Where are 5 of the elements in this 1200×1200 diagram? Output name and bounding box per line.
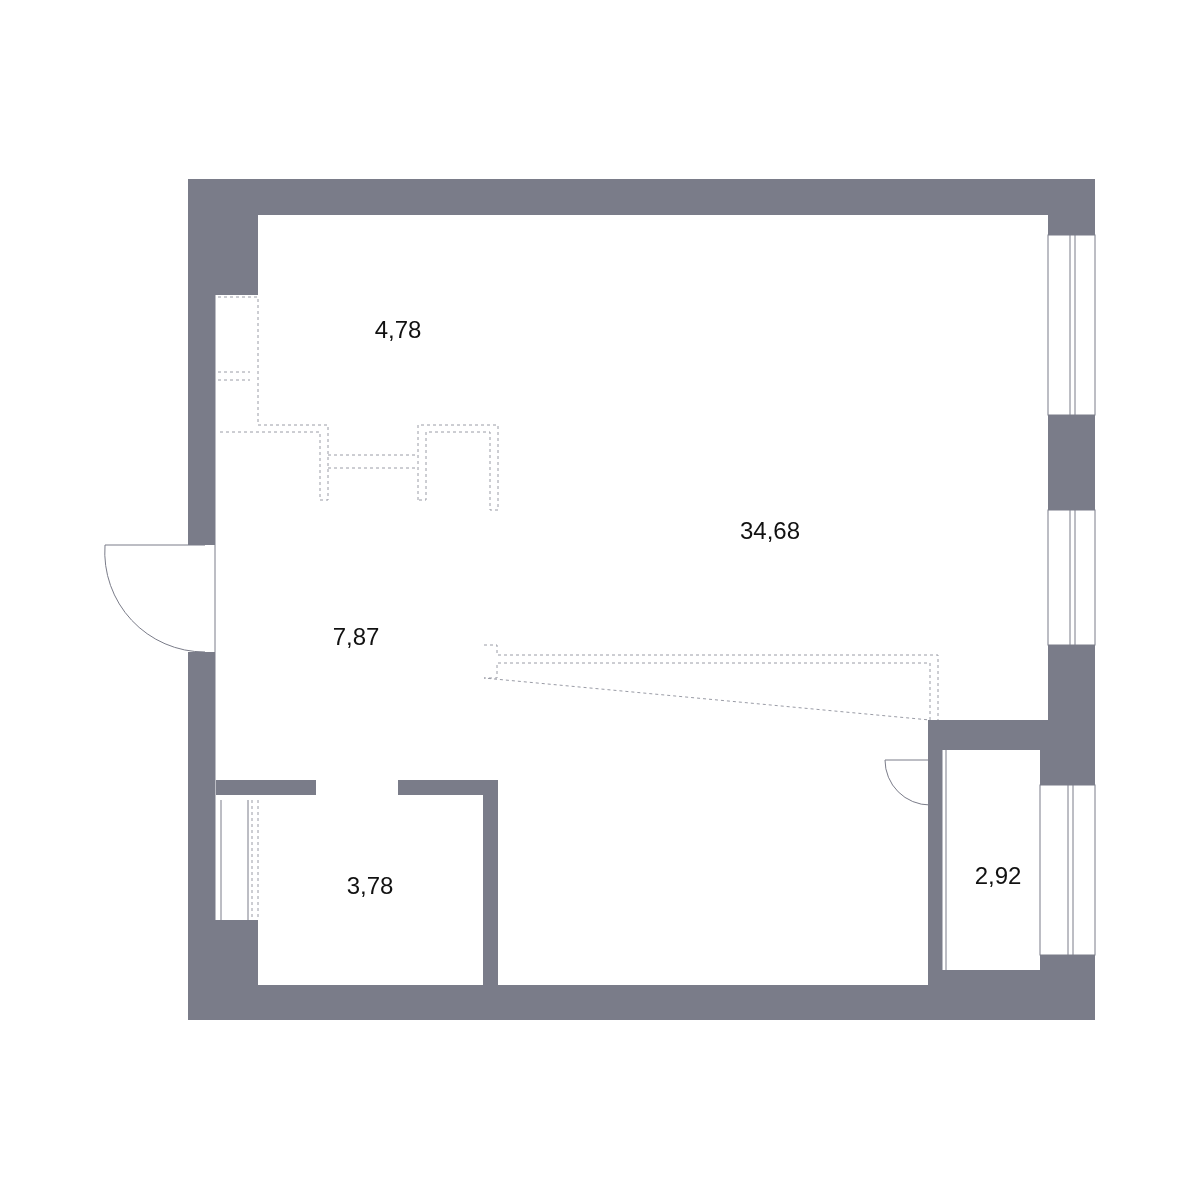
room-area-label: 34,68 <box>739 517 801 545</box>
room-area-label: 2,92 <box>974 862 1022 890</box>
room-area-label: 3,78 <box>346 872 394 900</box>
room-area-label: 4,78 <box>374 316 422 344</box>
room-area-label: 7,87 <box>332 623 380 651</box>
